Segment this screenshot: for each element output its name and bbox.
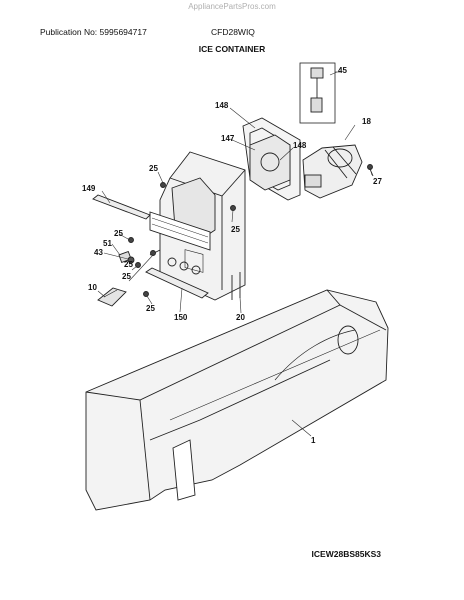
callout-147: 147 xyxy=(221,134,235,143)
callout-51: 51 xyxy=(103,239,112,248)
callout-25-right: 25 xyxy=(231,225,240,234)
callout-27: 27 xyxy=(373,177,382,186)
callout-45: 45 xyxy=(338,66,347,75)
part-43-connector[interactable] xyxy=(127,256,135,264)
section-title: ICE CONTAINER xyxy=(198,44,266,54)
callout-1: 1 xyxy=(311,436,316,445)
callout-20: 20 xyxy=(236,313,245,322)
part-147-cover[interactable] xyxy=(249,134,291,191)
callout-25-left: 25 xyxy=(114,229,123,238)
callout-25-bottom: 25 xyxy=(146,304,155,313)
watermark: AppliancePartsPros.com xyxy=(188,2,276,11)
callout-10: 10 xyxy=(88,283,97,292)
part-1-ice-container[interactable] xyxy=(85,289,389,511)
publication-number: Publication No: 5995694717 xyxy=(40,27,147,37)
callout-150: 150 xyxy=(174,313,188,322)
part-45-switch-assembly[interactable] xyxy=(299,62,340,124)
callout-148-top: 148 xyxy=(215,101,229,110)
callout-43: 43 xyxy=(94,248,103,257)
part-18-motor[interactable] xyxy=(302,144,363,199)
callout-18: 18 xyxy=(362,117,371,126)
callout-149: 149 xyxy=(82,184,96,193)
leader-lines xyxy=(97,71,373,437)
callout-25-mid: 25 xyxy=(124,260,133,269)
part-20-housing[interactable] xyxy=(149,151,246,301)
callout-25-lower: 25 xyxy=(122,272,131,281)
part-27-screw[interactable] xyxy=(367,164,374,177)
model-number: CFD28WIQ xyxy=(211,27,255,37)
callout-148-right: 148 xyxy=(293,141,307,150)
callout-25-top: 25 xyxy=(149,164,158,173)
part-149-strip[interactable] xyxy=(92,194,151,220)
part-10-knob[interactable] xyxy=(97,287,127,307)
part-150-bar[interactable] xyxy=(145,267,209,299)
diagram-reference-code: ICEW28BS85KS3 xyxy=(311,549,381,559)
